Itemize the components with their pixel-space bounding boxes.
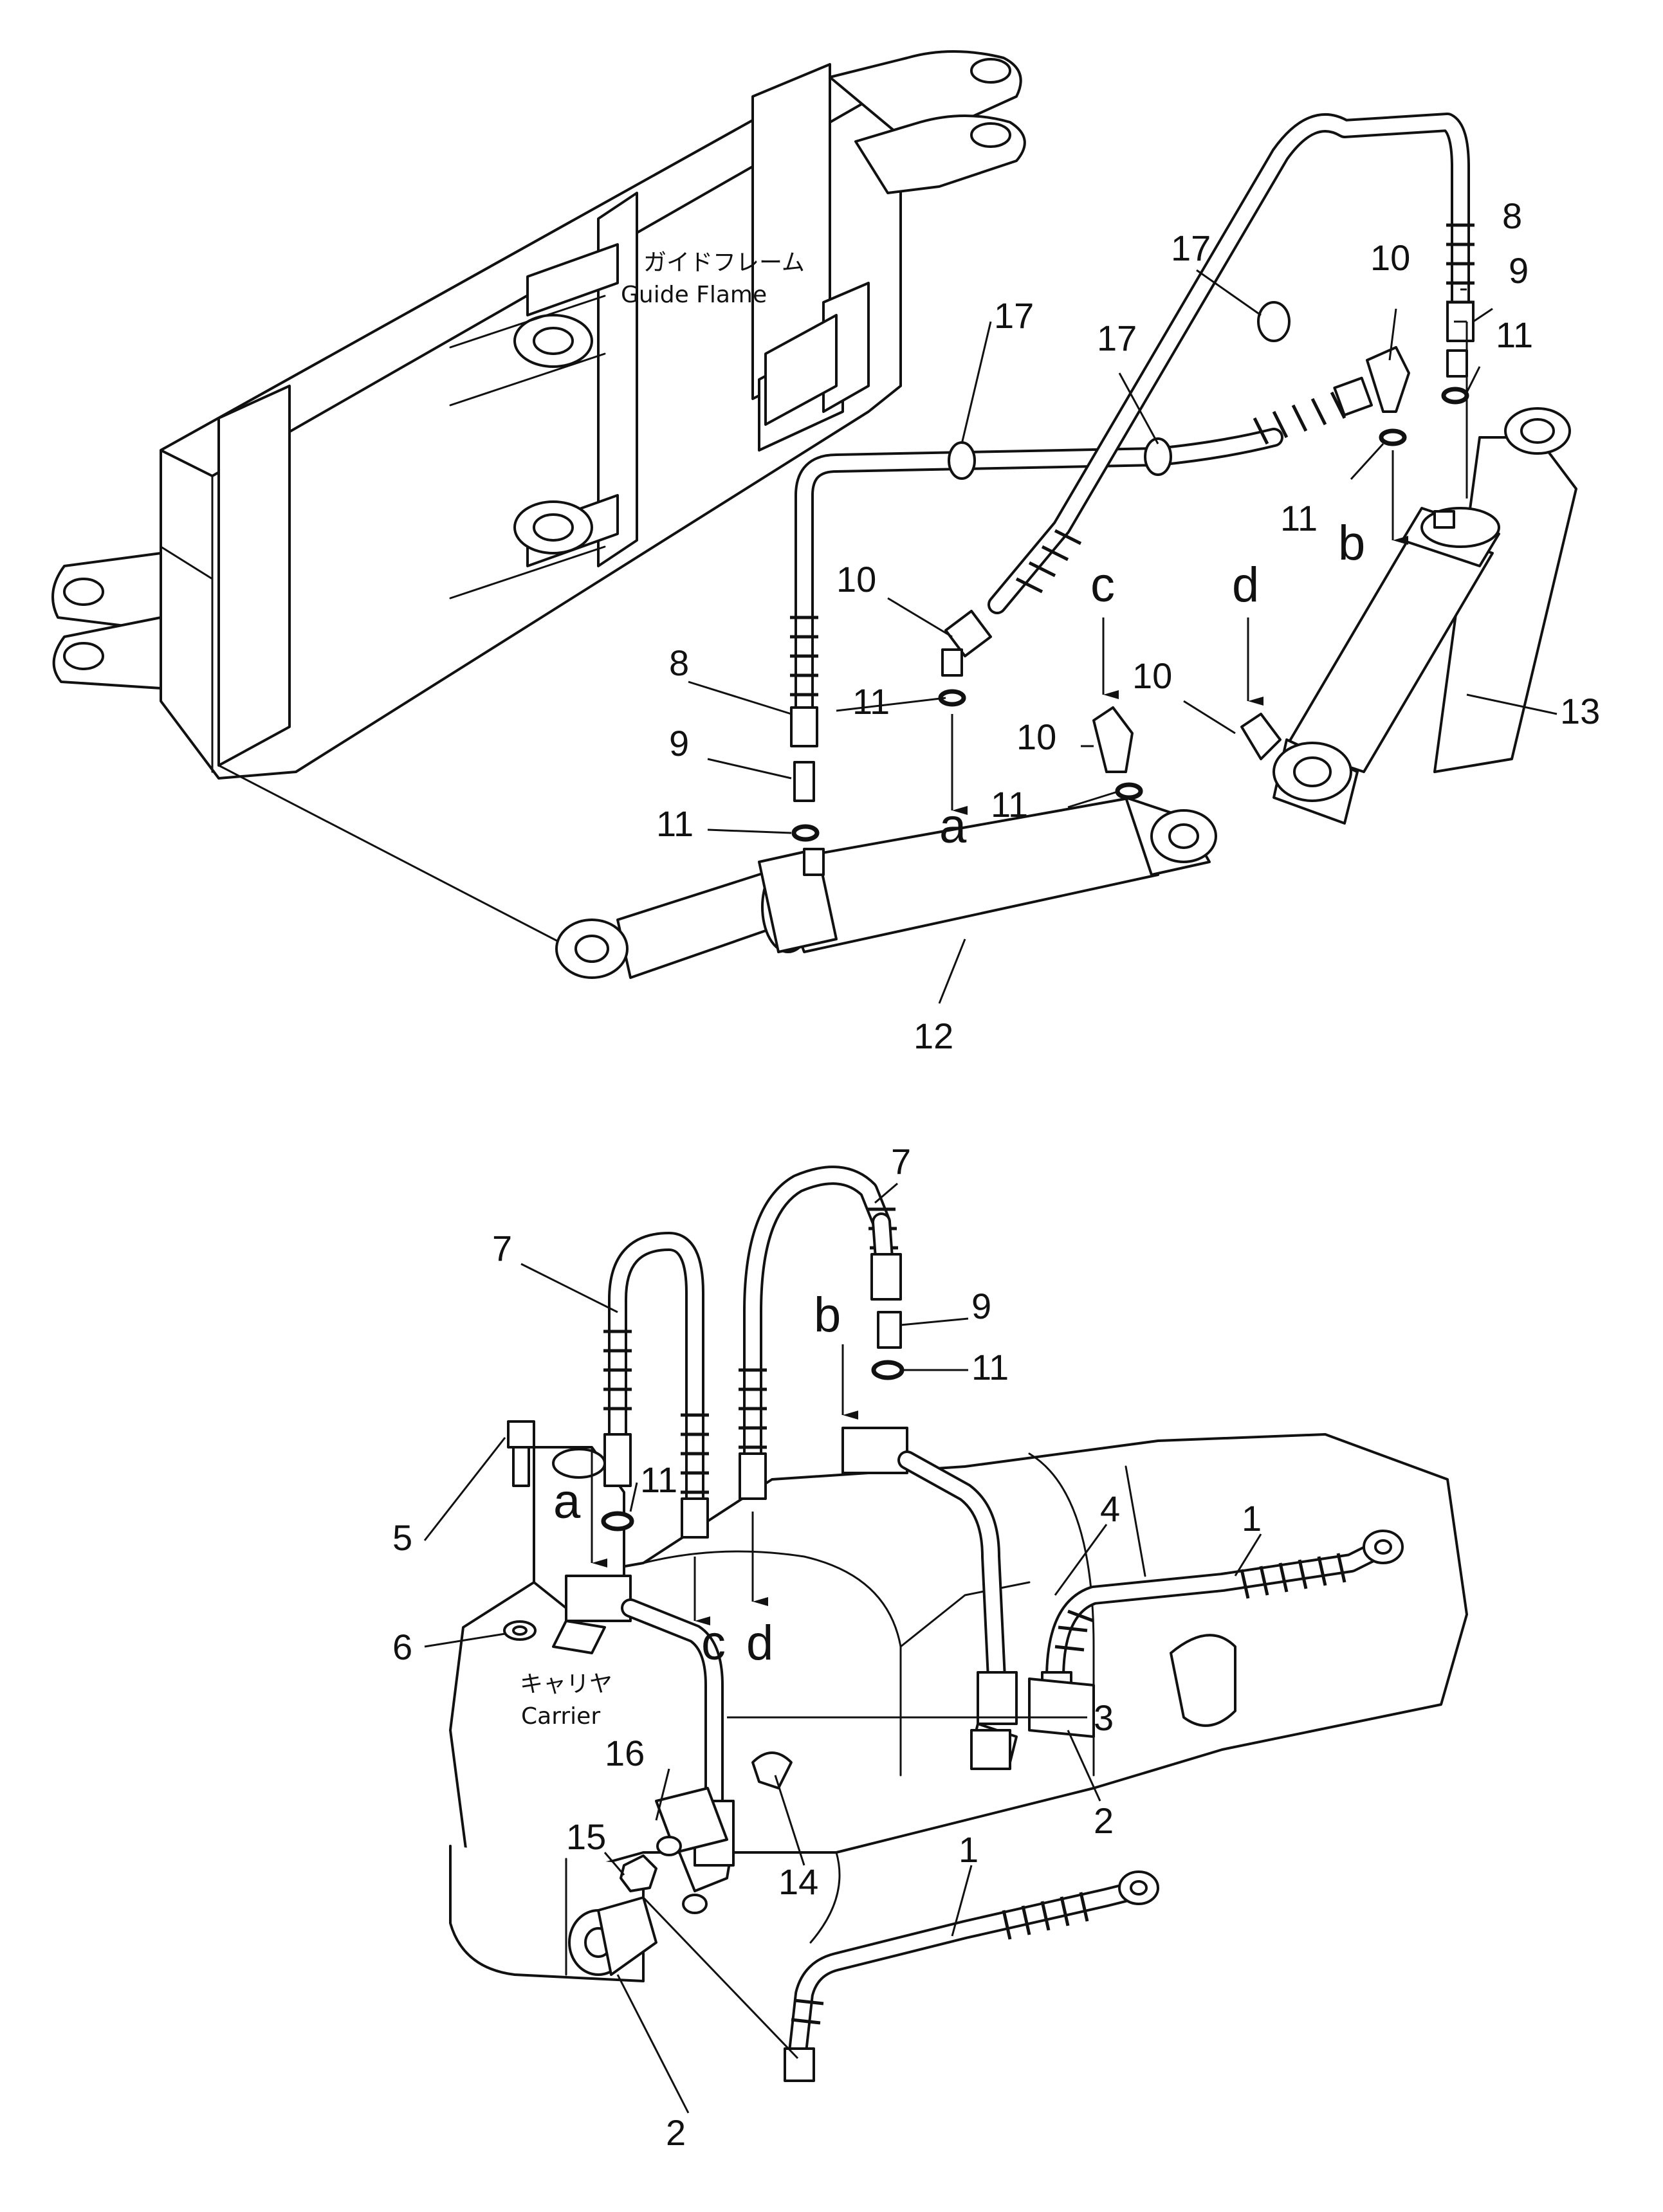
label-10: 10 — [836, 559, 876, 599]
label-2: 2 — [1094, 1800, 1114, 1841]
clamp-17-b — [1144, 437, 1172, 476]
bottom-leaders — [423, 1182, 1262, 2114]
label-10: 10 — [1016, 717, 1056, 757]
label-11: 11 — [640, 1459, 677, 1500]
bottom-fittings — [503, 1311, 1095, 1976]
label-1: 1 — [1242, 1498, 1262, 1539]
label-1: 1 — [959, 1829, 979, 1870]
label-7: 7 — [492, 1228, 512, 1268]
cylinder-13 — [1273, 407, 1577, 825]
hose-1-lower — [784, 1870, 1159, 2082]
label-11: 11 — [1496, 315, 1533, 355]
hose-7-left — [603, 1232, 709, 1539]
label-17: 17 — [994, 295, 1034, 336]
label-2: 2 — [666, 2112, 686, 2153]
label-11: 11 — [971, 1347, 1009, 1387]
label-9: 9 — [1509, 250, 1529, 291]
top-pipe-right — [988, 113, 1475, 614]
label-9: 9 — [971, 1286, 991, 1326]
letter-c: c — [701, 1616, 726, 1670]
guide-frame — [51, 50, 1026, 947]
letter-c: c — [1090, 558, 1115, 612]
carrier-caption-jp: キャリヤ — [520, 1671, 612, 1697]
guide-frame-caption-jp: ガイドフレーム — [643, 250, 805, 276]
label-10: 10 — [1370, 237, 1410, 278]
label-14: 14 — [778, 1861, 818, 1902]
guide-frame-caption-en: Guide Flame — [621, 282, 767, 308]
label-11: 11 — [991, 784, 1028, 825]
carrier — [449, 1433, 1468, 1982]
carrier-caption-en: Carrier — [521, 1703, 600, 1730]
label-15: 15 — [566, 1816, 606, 1857]
label-11: 11 — [656, 803, 694, 844]
letter-a: a — [553, 1474, 581, 1529]
label-8: 8 — [1502, 196, 1522, 236]
letter-d: d — [746, 1616, 773, 1670]
label-8: 8 — [669, 643, 689, 683]
cylinder-12 — [555, 796, 1217, 979]
clamp-17-c — [1257, 301, 1291, 342]
label-6: 6 — [392, 1627, 412, 1667]
label-7: 7 — [891, 1141, 911, 1182]
top-fittings — [791, 346, 1469, 842]
label-10: 10 — [1132, 655, 1172, 696]
label-11: 11 — [852, 681, 890, 722]
hose-7-right — [739, 1165, 902, 1500]
label-12: 12 — [914, 1016, 953, 1056]
label-17: 17 — [1171, 228, 1211, 268]
letter-b: b — [814, 1288, 841, 1342]
clamp-17-a — [948, 441, 976, 480]
label-9: 9 — [669, 723, 689, 763]
letter-d: d — [1232, 558, 1259, 612]
label-3: 3 — [1094, 1697, 1114, 1738]
label-17: 17 — [1097, 318, 1137, 358]
label-16: 16 — [605, 1733, 645, 1773]
letter-b: b — [1338, 516, 1365, 571]
top-leaders — [688, 269, 1557, 1004]
label-13: 13 — [1560, 691, 1600, 731]
label-5: 5 — [392, 1517, 412, 1558]
label-4: 4 — [1100, 1488, 1120, 1529]
label-11: 11 — [1280, 498, 1318, 538]
letter-a: a — [939, 799, 967, 854]
